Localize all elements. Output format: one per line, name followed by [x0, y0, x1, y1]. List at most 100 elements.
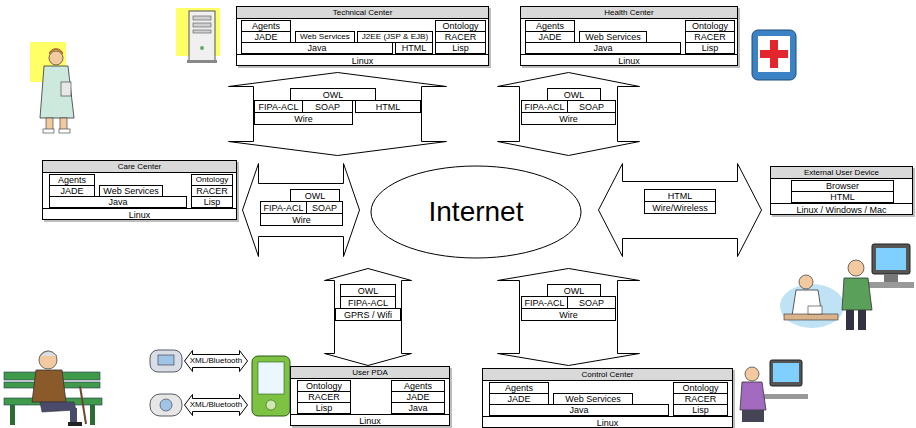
- computer-icon: [176, 8, 220, 63]
- sensor-devices: [150, 350, 182, 416]
- component-name: Agents: [404, 381, 432, 391]
- protocol-name: OWL: [305, 191, 326, 201]
- component-name: Java: [408, 403, 427, 413]
- nurse-figure: [30, 42, 74, 133]
- component-name: JADE: [507, 394, 530, 404]
- component-name: HTML: [402, 43, 427, 53]
- component-name: JADE: [60, 186, 83, 196]
- component-name: Java: [307, 43, 326, 53]
- component-name: J2EE (JSP & EJB): [362, 32, 428, 42]
- stack-cell: Web Services: [579, 31, 647, 43]
- protocol-box: FIPA-ACL: [521, 100, 568, 113]
- protocol-name: Wire: [559, 310, 578, 320]
- protocol-name: FIPA-ACL: [525, 102, 565, 112]
- protocol-name: SOAP: [312, 203, 337, 213]
- os-name: Linux: [352, 56, 374, 66]
- component-name: Lisp: [316, 403, 333, 413]
- platform-title: Technical Center: [333, 8, 393, 18]
- protocol-box: FIPA-ACL: [340, 296, 396, 309]
- component-name: Java: [569, 405, 588, 415]
- component-name: JADE: [538, 32, 561, 42]
- link-arrow: XML/Bluetooth: [184, 350, 248, 372]
- stack-cell: RACER: [191, 185, 233, 197]
- component-name: Lisp: [692, 405, 709, 415]
- block-arrow: HTML Wire/Wireless: [598, 163, 762, 257]
- platform-box: Technical CenterLinux Agents OntologyJADE W…: [236, 6, 489, 66]
- protocol-name: GPRS / Wifi: [344, 310, 392, 320]
- component-name: Web Services: [300, 32, 350, 42]
- link-protocol: XML/Bluetooth: [190, 356, 242, 366]
- patient-on-bench: [4, 351, 102, 426]
- stack-cell: Lisp: [191, 196, 233, 208]
- stack-cell: HTML: [395, 42, 433, 54]
- protocol-name: Wire/Wireless: [652, 203, 708, 213]
- component-name: Ontology: [682, 383, 718, 393]
- protocol-name: SOAP: [579, 298, 604, 308]
- component-name: RACER: [308, 392, 340, 402]
- stack-cell: Java: [241, 42, 393, 54]
- protocol-box: FIPA-ACL: [260, 201, 307, 214]
- protocol-name: OWL: [323, 90, 344, 100]
- protocol-box: Wire: [521, 308, 616, 321]
- protocol-box: HTML: [355, 100, 421, 113]
- platform-box: Care CenterLinuxAgentsOntologyJADEWeb Se…: [42, 160, 237, 220]
- component-name: JADE: [254, 32, 277, 42]
- os-layer: Linux: [291, 414, 449, 426]
- protocol-box: GPRS / Wifi: [335, 308, 401, 321]
- user-at-computer: [842, 244, 914, 330]
- component-name: Java: [593, 43, 612, 53]
- protocol-box: Wire: [254, 112, 353, 125]
- component-name: RACER: [196, 186, 228, 196]
- os-name: Linux / Windows / Mac: [796, 205, 886, 215]
- network-name: Internet: [429, 196, 524, 228]
- component-name: Ontology: [442, 21, 478, 31]
- component-name: Lisp: [702, 43, 719, 53]
- component-name: Ontology: [306, 381, 342, 391]
- protocol-name: HTML: [668, 191, 693, 201]
- platform-box: Health CenterLinuxAgentsOntologyJADEWeb …: [520, 6, 738, 66]
- header-band: Control Center: [483, 369, 732, 381]
- protocol-name: OWL: [358, 286, 379, 296]
- double-arrow-outline: [185, 395, 248, 416]
- component-name: JADE: [406, 392, 429, 402]
- block-arrow: OWLFIPA-ACLSOAPHTMLWire: [228, 72, 447, 156]
- component-name: Web Services: [565, 394, 620, 404]
- ellipse-outline: [371, 166, 581, 258]
- component-name: RACER: [445, 32, 477, 42]
- block-arrow: OWL FIPA-ACL SOAPWire: [497, 268, 640, 366]
- stack-cell: Java: [49, 196, 187, 208]
- block-arrow: OWL FIPA-ACL GPRS / Wifi: [324, 268, 412, 366]
- protocol-name: Wire: [559, 114, 578, 124]
- os-layer: Linux: [521, 54, 737, 66]
- protocol-name: FIPA-ACL: [348, 298, 388, 308]
- link-arrow: XML/Bluetooth: [184, 394, 248, 416]
- protocol-name: SOAP: [315, 102, 340, 112]
- protocol-name: SOAP: [579, 102, 604, 112]
- protocol-name: FIPA-ACL: [525, 298, 565, 308]
- protocol-name: FIPA-ACL: [264, 203, 304, 213]
- platform-title: Health Center: [604, 8, 653, 18]
- stack-cell: Web Services: [99, 185, 163, 197]
- stack-cell: Web Services: [295, 31, 355, 43]
- stack-cell: Java: [489, 404, 669, 416]
- component-name: Lisp: [204, 197, 221, 207]
- double-arrow-outline: [498, 73, 640, 156]
- protocol-name: OWL: [564, 286, 585, 296]
- stack-cell: Lisp: [297, 402, 351, 414]
- stack-cell: Lisp: [685, 42, 735, 54]
- component-name: Agents: [536, 21, 564, 31]
- header-band: Health Center: [521, 7, 737, 19]
- protocol-box: Wire: [521, 112, 616, 125]
- platform-title: User PDA: [352, 368, 388, 378]
- component-name: Agents: [252, 21, 280, 31]
- header-band: User PDA: [291, 367, 449, 379]
- platform-box: External User DeviceLinux / Windows / Ma…: [770, 166, 913, 215]
- operator-at-computer: [740, 360, 808, 422]
- component-name: RACER: [694, 32, 726, 42]
- component-name: Java: [108, 197, 127, 207]
- platform-box: Control CenterLinuxAgentsOntologyJADEWeb…: [482, 368, 733, 428]
- pda-device: [252, 356, 290, 416]
- stack-cell: Ontology: [435, 20, 486, 32]
- header-band: Care Center: [43, 161, 236, 173]
- health-device-icon: [752, 30, 796, 80]
